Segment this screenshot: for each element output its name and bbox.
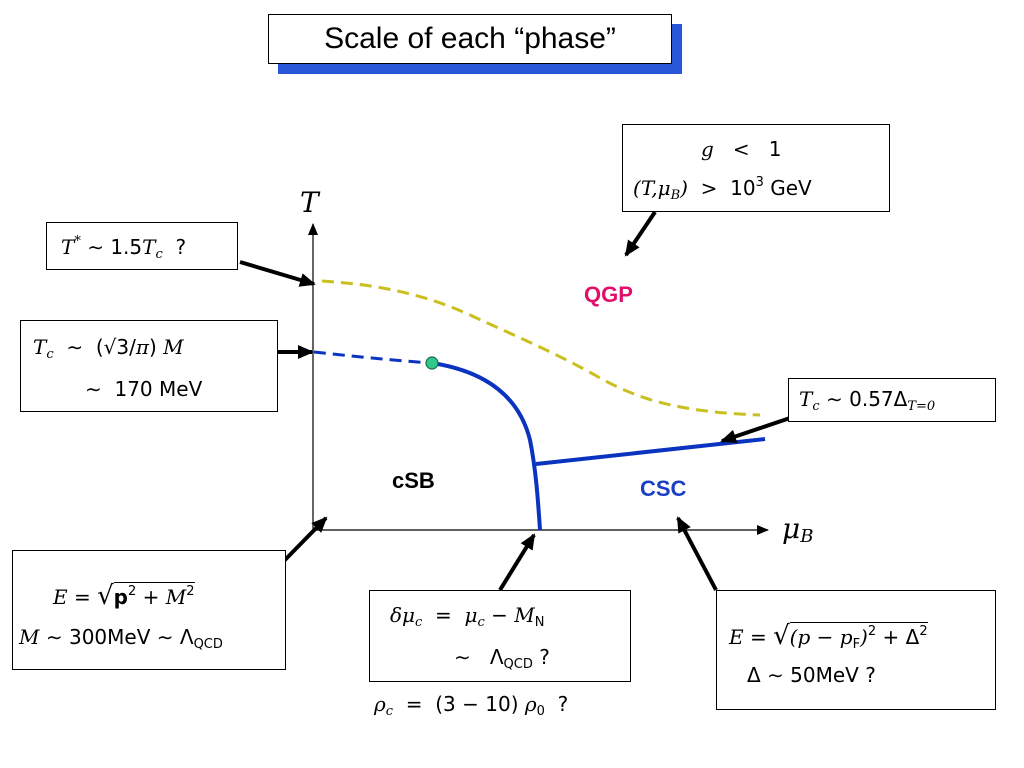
arrow-mu-c [498, 533, 536, 592]
phase-label-csc: CSC [640, 476, 687, 501]
t-axis-label: T [300, 186, 319, 219]
arrow-vacuum [278, 516, 328, 567]
tc-csc-box: Tc ∼ 0.57ΔT=0 [788, 378, 996, 422]
mu-axis-subscript: B [800, 526, 814, 547]
phase-label-csb: cSB [392, 468, 435, 493]
phase-label-qgp: QGP [584, 282, 633, 307]
deconfinement-crossover-line [321, 279, 761, 417]
arrow-coupling [624, 210, 657, 257]
rho-c-formula: ρc = (3 − 10) ρ0 ? [374, 692, 569, 719]
arrow-tc-csc [720, 416, 791, 444]
mu-axis-symbol: μ [782, 512, 801, 545]
mu-c-box: δμc = μc − MN ∼ ΛQCD ? [369, 590, 631, 682]
tc-chiral-box: Tc ∼ (√3/π) M ∼ 170 MeV [20, 320, 278, 412]
page-title: Scale of each “phase” [268, 14, 672, 64]
chiral-crossover-line [313, 350, 431, 365]
csc-boundary-line [535, 437, 766, 466]
mu-axis-label: μB [782, 512, 813, 547]
arrow-csc-dispersion [676, 516, 718, 591]
csc-dispersion-box: E = √(p − pF)2 + Δ2 Δ ∼ 50MeV ? [716, 590, 996, 710]
title-banner: Scale of each “phase” [268, 14, 682, 74]
chiral-transition-line [431, 361, 542, 531]
vacuum-dispersion-box: E = √p2 + M2 M ∼ 300MeV ∼ ΛQCD [12, 550, 286, 670]
coupling-box: g < 1 (T,μB) > 103 GeV [622, 124, 890, 212]
arrow-tstar [239, 260, 316, 287]
critical-point [425, 356, 439, 370]
tstar-box: T* ∼ 1.5Tc ? [46, 222, 238, 270]
